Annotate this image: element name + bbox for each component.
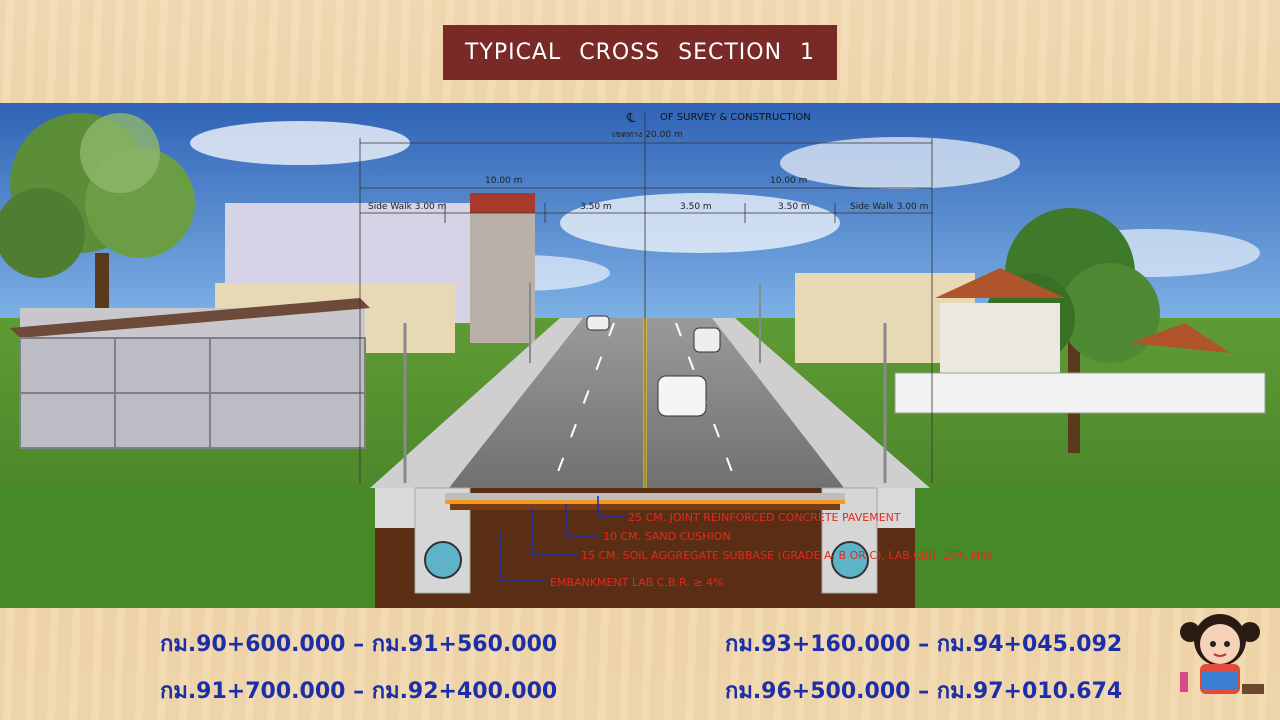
cross-section-scene: ℄ OF SURVEY & CONSTRUCTION เขตทาง 20.00 … bbox=[0, 103, 1280, 608]
car bbox=[693, 327, 721, 353]
layer-label-sand: 10 CM. SAND CUSHION bbox=[603, 530, 731, 543]
station-range-1: กม.90+600.000 – กม.91+560.000 bbox=[160, 632, 558, 657]
dim-total: เขตทาง 20.00 m bbox=[612, 130, 683, 140]
drain-pipe-right bbox=[831, 541, 869, 579]
concrete-pavement-layer bbox=[445, 493, 845, 500]
cloud bbox=[560, 193, 840, 253]
dimension-lines bbox=[359, 113, 933, 488]
layer-label-embankment: EMBANKMENT LAB C.B.R. ≥ 4% bbox=[550, 576, 723, 589]
car bbox=[657, 375, 707, 417]
centerline-label: OF SURVEY & CONSTRUCTION bbox=[660, 112, 811, 123]
reading-child-mascot bbox=[1180, 614, 1264, 694]
centerline-symbol: ℄ bbox=[626, 111, 636, 126]
tree-left bbox=[0, 113, 195, 348]
subbase-layer bbox=[450, 504, 840, 510]
dim-left-half: 10.00 m bbox=[485, 176, 522, 186]
station-range-4: กม.96+500.000 – กม.97+010.674 bbox=[725, 679, 1123, 704]
dim-right-half: 10.00 m bbox=[770, 176, 807, 186]
leader-lines bbox=[499, 496, 625, 582]
page-title: TYPICAL CROSS SECTION 1 bbox=[443, 25, 837, 80]
cross-section-svg: ℄ OF SURVEY & CONSTRUCTION เขตทาง 20.00 … bbox=[0, 103, 1280, 608]
cloud bbox=[190, 121, 410, 165]
station-range-3: กม.93+160.000 – กม.94+045.092 bbox=[725, 632, 1123, 657]
drain-pipe-left bbox=[424, 541, 462, 579]
layer-label-pavement: 25 CM. JOINT REINFORCED CONCRETE PAVEMEN… bbox=[628, 511, 901, 524]
dim-left-sidewalk: Side Walk 3.00 m bbox=[368, 202, 446, 212]
buildings-left bbox=[10, 193, 535, 449]
dim-right-lane-inner: 3.50 m bbox=[680, 202, 712, 212]
dim-left-lane: 3.50 m bbox=[580, 202, 612, 212]
soil-section bbox=[375, 487, 915, 608]
sand-layer bbox=[445, 500, 845, 504]
dim-right-sidewalk: Side Walk 3.00 m bbox=[850, 202, 928, 212]
car bbox=[586, 315, 610, 331]
cloud bbox=[780, 137, 1020, 189]
layer-label-subbase: 15 CM. SOIL AGGREGATE SUBBASE (GRADE A, … bbox=[581, 549, 995, 562]
dim-right-lane-outer: 3.50 m bbox=[778, 202, 810, 212]
title-text: TYPICAL CROSS SECTION 1 bbox=[464, 40, 816, 65]
station-range-2: กม.91+700.000 – กม.92+400.000 bbox=[160, 679, 558, 704]
